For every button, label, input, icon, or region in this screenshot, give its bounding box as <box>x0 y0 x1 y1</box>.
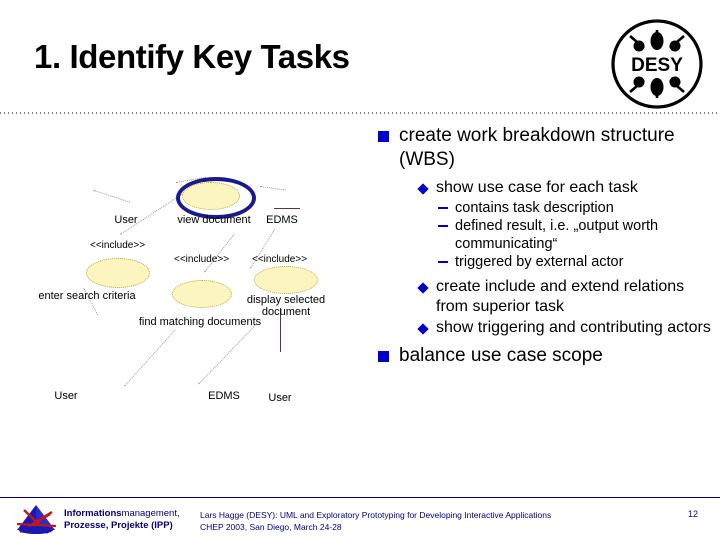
association-line <box>198 323 258 385</box>
dash-bullet-icon <box>438 261 448 263</box>
bullet-text: contains task description <box>455 200 614 216</box>
bullet-text: create work breakdown structure (WBS) <box>399 125 675 170</box>
page-number: 12 <box>688 509 699 519</box>
diamond-bullet-icon <box>417 323 429 335</box>
bullet-item-defined-result: defined result, i.e. „output worth commu… <box>438 217 714 253</box>
actor-label-user-top: User <box>114 214 138 226</box>
stereotype-include-2: <<include>> <box>174 254 230 265</box>
use-case-find-matching-documents-ellipse <box>172 280 232 308</box>
bullet-item-create-wbs: create work breakdown structure (WBS) <box>378 124 714 172</box>
dash-bullet-icon <box>438 225 448 227</box>
footer-divider <box>0 497 720 498</box>
bullet-item-balance-scope: balance use case scope <box>378 344 714 368</box>
citation-text: Lars Hagge (DESY): UML and Exploratory P… <box>200 509 551 533</box>
desy-logo-text: DESY <box>631 55 683 76</box>
actor-lifeline <box>280 308 281 352</box>
ipp-org-line2: Prozesse, Projekte (IPP) <box>64 520 173 531</box>
header-divider <box>0 112 720 114</box>
bullet-text: show use case for each task <box>436 179 638 196</box>
actor-baseline <box>274 208 300 209</box>
square-bullet-icon <box>378 131 389 142</box>
uml-use-case-diagram: User view document EDMS <<include>> <<in… <box>24 168 364 418</box>
actor-label-edms-top: EDMS <box>266 214 298 226</box>
use-case-label-view-document: view document <box>177 214 251 226</box>
dash-bullet-icon <box>438 207 448 209</box>
bullet-item-triggering-actors: show triggering and contributing actors <box>417 318 714 338</box>
bullet-item-triggered-by-actor: triggered by external actor <box>438 253 714 271</box>
footer: Informationsmanagement, Prozesse, Projek… <box>0 500 720 540</box>
stereotype-include-1: <<include>> <box>90 240 146 251</box>
page-title: 1. Identify Key Tasks <box>34 38 350 75</box>
diamond-bullet-icon <box>417 183 429 195</box>
bullet-text: show triggering and contributing actors <box>436 319 711 336</box>
association-line <box>259 186 286 191</box>
ipp-org-line1-bold: Informations <box>64 508 122 519</box>
association-line <box>124 329 176 387</box>
bullet-text: triggered by external actor <box>455 254 624 270</box>
actor-label-edms-bottom: EDMS <box>208 390 240 402</box>
citation-line-2: CHEP 2003, San Diego, March 24-28 <box>200 522 342 532</box>
use-case-label-display-selected-2: document <box>261 306 311 318</box>
highlight-ellipse <box>176 177 256 219</box>
use-case-label-display-selected-1: display selected <box>246 294 326 306</box>
bullet-item-show-use-case: show use case for each task <box>417 178 714 198</box>
citation-line-1: Lars Hagge (DESY): UML and Exploratory P… <box>200 510 552 520</box>
actor-label-user-bottom-right: User <box>268 392 292 404</box>
actor-label-user-bottom-left: User <box>54 390 78 402</box>
use-case-display-selected-document-ellipse <box>254 266 318 294</box>
diamond-bullet-icon <box>417 282 429 294</box>
desy-logo: DESY <box>608 18 706 110</box>
bullet-text: defined result, i.e. „output worth commu… <box>455 218 659 252</box>
ipp-org-text: Informationsmanagement, Prozesse, Projek… <box>64 508 180 532</box>
bullet-text: balance use case scope <box>399 345 603 366</box>
bullet-item-contains-description: contains task description <box>438 199 714 217</box>
ipp-org-line1-rest: management, <box>121 508 180 519</box>
ipp-logo <box>14 502 58 536</box>
use-case-label-find-matching-documents: find matching documents <box>138 316 262 328</box>
bullet-list: create work breakdown structure (WBS) sh… <box>378 124 714 370</box>
use-case-label-enter-search-criteria: enter search criteria <box>38 290 136 302</box>
square-bullet-icon <box>378 351 389 362</box>
bullet-text: create include and extend relations from… <box>436 278 685 315</box>
use-case-enter-search-criteria-ellipse <box>86 258 150 288</box>
stereotype-include-3: <<include>> <box>252 254 308 265</box>
association-line <box>93 190 131 203</box>
bullet-item-include-extend: create include and extend relations from… <box>417 277 714 317</box>
